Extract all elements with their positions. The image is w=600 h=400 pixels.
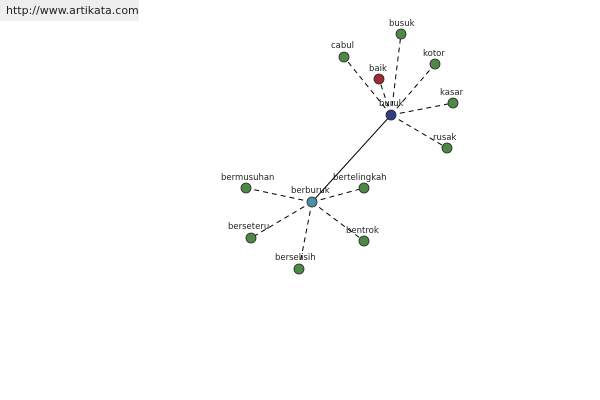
edge-buruk-baik	[378, 78, 392, 116]
node-label-berburuk[interactable]: berburuk	[291, 186, 330, 196]
node-berselisih[interactable]	[293, 263, 305, 275]
node-label-buruk[interactable]: buruk	[379, 99, 404, 109]
node-rusak[interactable]	[441, 142, 453, 154]
node-label-bentrok[interactable]: bentrok	[346, 226, 379, 236]
node-baik[interactable]	[373, 73, 385, 85]
node-berburuk[interactable]	[306, 196, 318, 208]
node-label-kasar[interactable]: kasar	[440, 88, 464, 98]
node-label-baik[interactable]: baik	[369, 64, 387, 74]
node-busuk[interactable]	[395, 28, 407, 40]
edge-berburuk-berseteru	[250, 201, 313, 239]
edge-buruk-busuk	[390, 33, 402, 116]
labels-layer: buruk berburuk baik busuk cabul kotor kasar rus…	[221, 19, 464, 263]
edge-buruk-cabul	[343, 56, 392, 116]
edge-buruk-kasar	[390, 102, 454, 116]
node-label-cabul[interactable]: cabul	[331, 41, 354, 51]
node-label-bermusuhan[interactable]: bermusuhan	[221, 173, 274, 183]
node-buruk[interactable]	[385, 109, 397, 121]
nodes-layer	[240, 28, 459, 275]
node-label-rusak[interactable]: rusak	[433, 133, 457, 143]
edge-berburuk-berselisih	[298, 201, 313, 270]
edge-berburuk-bermusuhan	[245, 187, 313, 203]
node-label-berselisih[interactable]: berselisih	[275, 253, 316, 263]
node-label-berseteru[interactable]: berseteru	[228, 222, 269, 232]
edge-buruk-berburuk	[311, 114, 392, 203]
node-label-kotor[interactable]: kotor	[423, 49, 445, 59]
url-text[interactable]: http://www.artikata.com	[6, 4, 139, 17]
node-label-busuk[interactable]: busuk	[389, 19, 415, 29]
edge-berburuk-bentrok	[311, 201, 365, 242]
url-banner: http://www.artikata.com	[0, 0, 139, 21]
node-bermusuhan[interactable]	[240, 182, 252, 194]
node-berseteru[interactable]	[245, 232, 257, 244]
node-bentrok[interactable]	[358, 235, 370, 247]
edges-layer	[245, 33, 454, 270]
node-cabul[interactable]	[338, 51, 350, 63]
node-label-bertelingkah[interactable]: bertelingkah	[333, 173, 387, 183]
node-kotor[interactable]	[429, 58, 441, 70]
edge-buruk-rusak	[390, 114, 448, 149]
node-kasar[interactable]	[447, 97, 459, 109]
node-bertelingkah[interactable]	[358, 182, 370, 194]
edge-buruk-kotor	[390, 63, 436, 116]
